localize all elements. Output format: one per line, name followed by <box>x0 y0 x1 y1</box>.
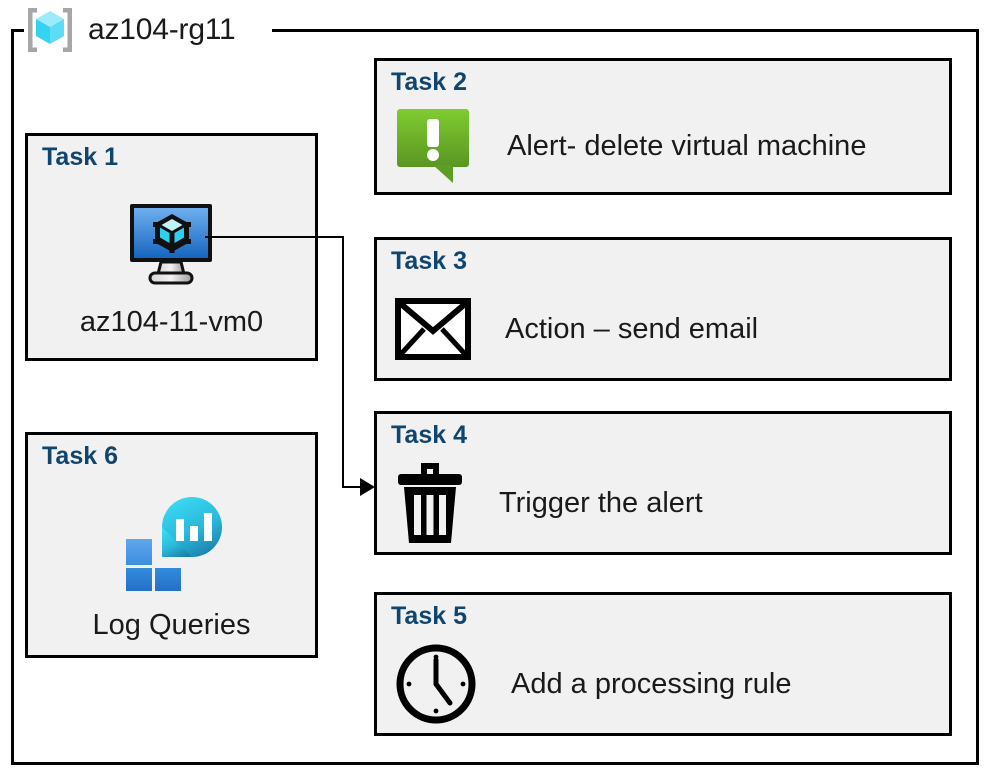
task-4-card[interactable]: Task 4 Trigger the alert <box>374 411 952 555</box>
task-6-title: Task 6 <box>42 442 118 470</box>
resource-group-boundary <box>11 29 979 765</box>
resource-group-title: az104-rg11 <box>24 2 246 58</box>
task-4-label: Trigger the alert <box>499 486 703 519</box>
azure-resource-group-cube-icon <box>24 4 76 56</box>
connector-arrowhead-icon <box>360 478 375 496</box>
task-6-label: Log Queries <box>92 608 251 641</box>
connector-segment-horizontal-bottom <box>342 486 366 488</box>
task-4-title: Task 4 <box>391 421 467 449</box>
task-1-label: az104-11-vm0 <box>79 305 264 338</box>
task-2-card[interactable]: Task 2 Alert- delete virtual machin <box>374 58 952 195</box>
alert-callout-exclamation-icon <box>395 107 473 187</box>
task-5-label: Add a processing rule <box>511 667 792 700</box>
task-2-title: Task 2 <box>391 68 467 96</box>
trash-can-icon <box>395 461 465 545</box>
task-3-title: Task 3 <box>391 247 467 275</box>
envelope-icon <box>395 298 471 360</box>
log-analytics-icon <box>120 495 224 591</box>
connector-segment-horizontal-top <box>205 236 344 238</box>
virtual-machine-monitor-icon <box>126 202 218 288</box>
clock-icon <box>395 643 477 725</box>
task-3-card[interactable]: Task 3 Action – send email <box>374 237 952 381</box>
task-5-title: Task 5 <box>391 602 467 630</box>
resource-group-name: az104-rg11 <box>88 13 236 46</box>
connector-segment-vertical <box>342 236 344 487</box>
resource-group-border-top-right <box>272 29 979 32</box>
resource-group-border-top-left <box>11 29 27 32</box>
task-1-title: Task 1 <box>42 143 118 171</box>
task-5-card[interactable]: Task 5 Add a processing rule <box>374 592 952 736</box>
task-3-label: Action – send email <box>505 312 759 345</box>
task-1-card[interactable]: Task 1 <box>25 133 318 361</box>
task-6-card[interactable]: Task 6 <box>25 432 318 658</box>
task-2-label: Alert- delete virtual machine <box>507 130 867 162</box>
